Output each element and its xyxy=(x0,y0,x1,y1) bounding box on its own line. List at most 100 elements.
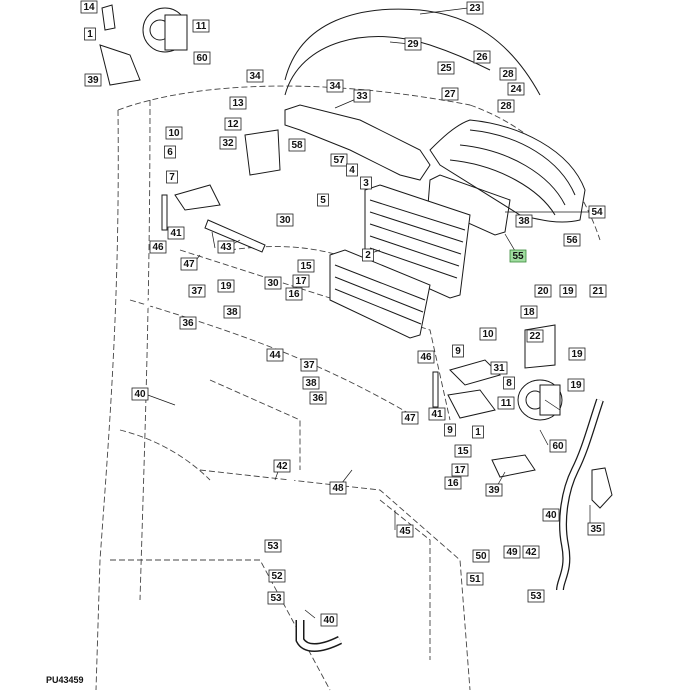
callout-39: 39 xyxy=(84,73,102,87)
callout-number: 38 xyxy=(518,216,530,227)
plate-1-top xyxy=(99,44,141,86)
cover-35 xyxy=(591,467,613,509)
callout-50: 50 xyxy=(472,549,490,563)
callout-25: 25 xyxy=(437,61,455,75)
callout-19: 19 xyxy=(559,284,577,298)
callout-number: 39 xyxy=(87,75,99,86)
callout-21: 21 xyxy=(589,284,607,298)
callout-labels: 1411160392329262528242728343433131210632… xyxy=(80,0,607,627)
callout-36: 36 xyxy=(309,391,327,405)
callout-48: 48 xyxy=(329,481,347,495)
callout-box xyxy=(441,87,459,101)
callout-number: 53 xyxy=(270,593,282,604)
callout-number: 60 xyxy=(196,53,208,64)
callout-number: 29 xyxy=(407,39,419,50)
callout-number: 49 xyxy=(506,547,518,558)
callout-42: 42 xyxy=(273,459,291,473)
plate-1-lower xyxy=(491,454,536,478)
callout-7: 7 xyxy=(166,170,178,184)
callout-box xyxy=(466,1,484,15)
callout-23: 23 xyxy=(466,1,484,15)
callout-number: 11 xyxy=(196,21,207,32)
callout-number: 28 xyxy=(500,101,512,112)
callout-10: 10 xyxy=(165,126,183,140)
callout-34: 34 xyxy=(246,69,264,83)
callout-24: 24 xyxy=(507,82,525,96)
callout-19: 19 xyxy=(217,279,235,293)
callout-20: 20 xyxy=(534,284,552,298)
callout-9: 9 xyxy=(452,344,464,358)
callout-number: 40 xyxy=(545,510,557,521)
bracket-8 xyxy=(449,359,501,386)
callout-number: 15 xyxy=(300,261,312,272)
callout-11: 11 xyxy=(497,396,515,410)
callout-number: 43 xyxy=(220,242,232,253)
housing-54 xyxy=(429,119,586,223)
callout-40: 40 xyxy=(320,613,338,627)
callout-box xyxy=(479,327,497,341)
callout-46: 46 xyxy=(149,240,167,254)
callout-30: 30 xyxy=(264,276,282,290)
callout-number: 41 xyxy=(431,409,443,420)
callout-17: 17 xyxy=(292,274,310,288)
callout-box xyxy=(396,524,414,538)
callout-number: 45 xyxy=(399,526,411,537)
callout-box xyxy=(217,240,235,254)
callout-box xyxy=(509,249,527,263)
callout-16: 16 xyxy=(285,287,303,301)
bracket-7 xyxy=(174,184,221,211)
callout-box xyxy=(264,276,282,290)
callout-number: 17 xyxy=(454,465,466,476)
callout-39: 39 xyxy=(485,483,503,497)
blower-motor-11-lower xyxy=(517,379,563,421)
callout-number: 35 xyxy=(590,524,602,535)
callout-box xyxy=(264,539,282,553)
callout-number: 23 xyxy=(469,3,481,14)
callout-number: 53 xyxy=(530,591,542,602)
callout-3: 3 xyxy=(360,176,372,190)
callout-56: 56 xyxy=(563,233,581,247)
callout-number: 42 xyxy=(525,547,537,558)
callout-36: 36 xyxy=(179,316,197,330)
callout-47: 47 xyxy=(180,257,198,271)
callout-box xyxy=(497,396,515,410)
callout-2: 2 xyxy=(362,248,374,262)
callout-box xyxy=(246,69,264,83)
callout-number: 16 xyxy=(288,289,300,300)
callout-box xyxy=(300,358,318,372)
callout-box xyxy=(499,67,517,81)
callout-11: 11 xyxy=(192,19,210,33)
callout-18: 18 xyxy=(520,305,538,319)
callout-box xyxy=(466,572,484,586)
callout-box xyxy=(444,423,456,437)
callout-number: 51 xyxy=(469,574,481,585)
callout-box xyxy=(417,350,435,364)
callout-number: 36 xyxy=(182,318,194,329)
callout-60: 60 xyxy=(549,439,567,453)
callout-51: 51 xyxy=(466,572,484,586)
callout-number: 19 xyxy=(570,380,582,391)
callout-number: 13 xyxy=(232,98,244,109)
bracket-32 xyxy=(244,129,281,176)
callout-16: 16 xyxy=(444,476,462,490)
callout-box xyxy=(267,591,285,605)
callout-31: 31 xyxy=(490,361,508,375)
callout-number: 3 xyxy=(363,178,369,189)
callout-19: 19 xyxy=(568,347,586,361)
callout-box xyxy=(326,79,344,93)
callout-box xyxy=(273,459,291,473)
callout-22: 22 xyxy=(526,329,544,343)
figure-id-label: PU43459 xyxy=(46,675,84,685)
callout-box xyxy=(188,284,206,298)
hose-40-bottom xyxy=(295,620,343,652)
callout-28: 28 xyxy=(497,99,515,113)
callout-60: 60 xyxy=(193,51,211,65)
callout-box xyxy=(224,117,242,131)
callout-number: 8 xyxy=(506,378,512,389)
callout-box xyxy=(473,50,491,64)
callout-number: 25 xyxy=(440,63,452,74)
callout-box xyxy=(266,348,284,362)
callout-box xyxy=(164,145,176,159)
seal-43 xyxy=(204,219,266,253)
callout-box xyxy=(522,545,540,559)
